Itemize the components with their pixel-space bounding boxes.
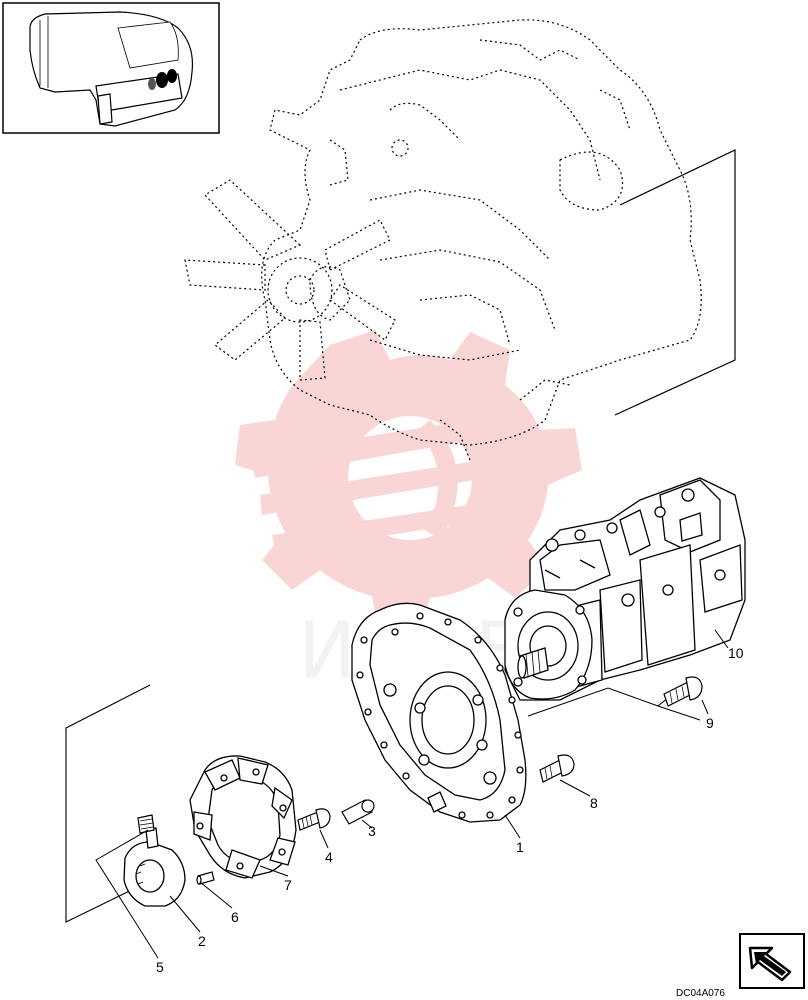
callout-label-2: 2 <box>198 933 206 949</box>
callout-label-8: 8 <box>590 795 598 811</box>
bolt-8 <box>539 754 575 783</box>
callout-label-10: 10 <box>728 645 744 661</box>
inset-machine-view <box>2 2 220 134</box>
callout-leader-lines <box>95 699 709 959</box>
callout-label-4: 4 <box>325 849 333 865</box>
coupling-hub <box>123 827 186 907</box>
callout-labels: 1 2 3 4 5 6 7 8 9 10 <box>156 645 744 975</box>
pump-shaft <box>517 647 549 679</box>
bolt-9 <box>663 676 703 707</box>
callout-label-7: 7 <box>284 877 292 893</box>
callout-label-9: 9 <box>706 715 714 731</box>
machine-body-icon <box>29 11 194 127</box>
callout-label-3: 3 <box>368 823 376 839</box>
engine-frame-lines <box>614 149 736 416</box>
dowel-pin-3 <box>341 799 375 825</box>
bolt-4 <box>297 808 331 831</box>
set-screw-5 <box>137 814 155 834</box>
pump-mounting-flange <box>504 589 593 700</box>
callout-label-5: 5 <box>156 959 164 975</box>
pin-6 <box>196 871 215 885</box>
flywheel-frame-lines <box>65 684 153 923</box>
flywheel-housing <box>351 602 527 823</box>
pump-location-marker-icon <box>148 69 177 90</box>
flexible-coupling <box>189 755 297 879</box>
engine-phantom-outline <box>261 19 702 461</box>
callout-label-1: 1 <box>516 839 524 855</box>
callout-label-6: 6 <box>231 909 239 925</box>
fan-phantom-outline <box>184 179 396 381</box>
drawing-code: DC04A076 <box>676 988 725 999</box>
orientation-arrow-icon <box>739 933 805 989</box>
